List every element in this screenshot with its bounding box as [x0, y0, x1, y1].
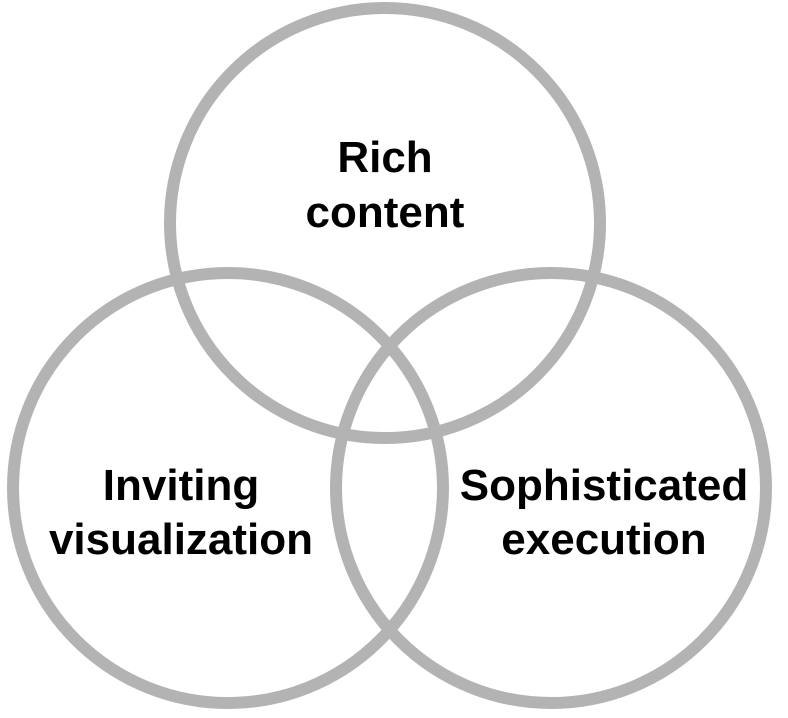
- circle-right: [330, 267, 772, 709]
- label-execution: execution: [501, 515, 706, 564]
- label-rich: Rich: [337, 133, 432, 182]
- circle-left: [7, 267, 449, 709]
- circle-top: [164, 2, 606, 444]
- label-content: content: [306, 188, 465, 237]
- label-visualization: visualization: [49, 515, 313, 564]
- label-inviting: Inviting: [103, 461, 259, 510]
- label-sophisticated: Sophisticated: [460, 461, 749, 510]
